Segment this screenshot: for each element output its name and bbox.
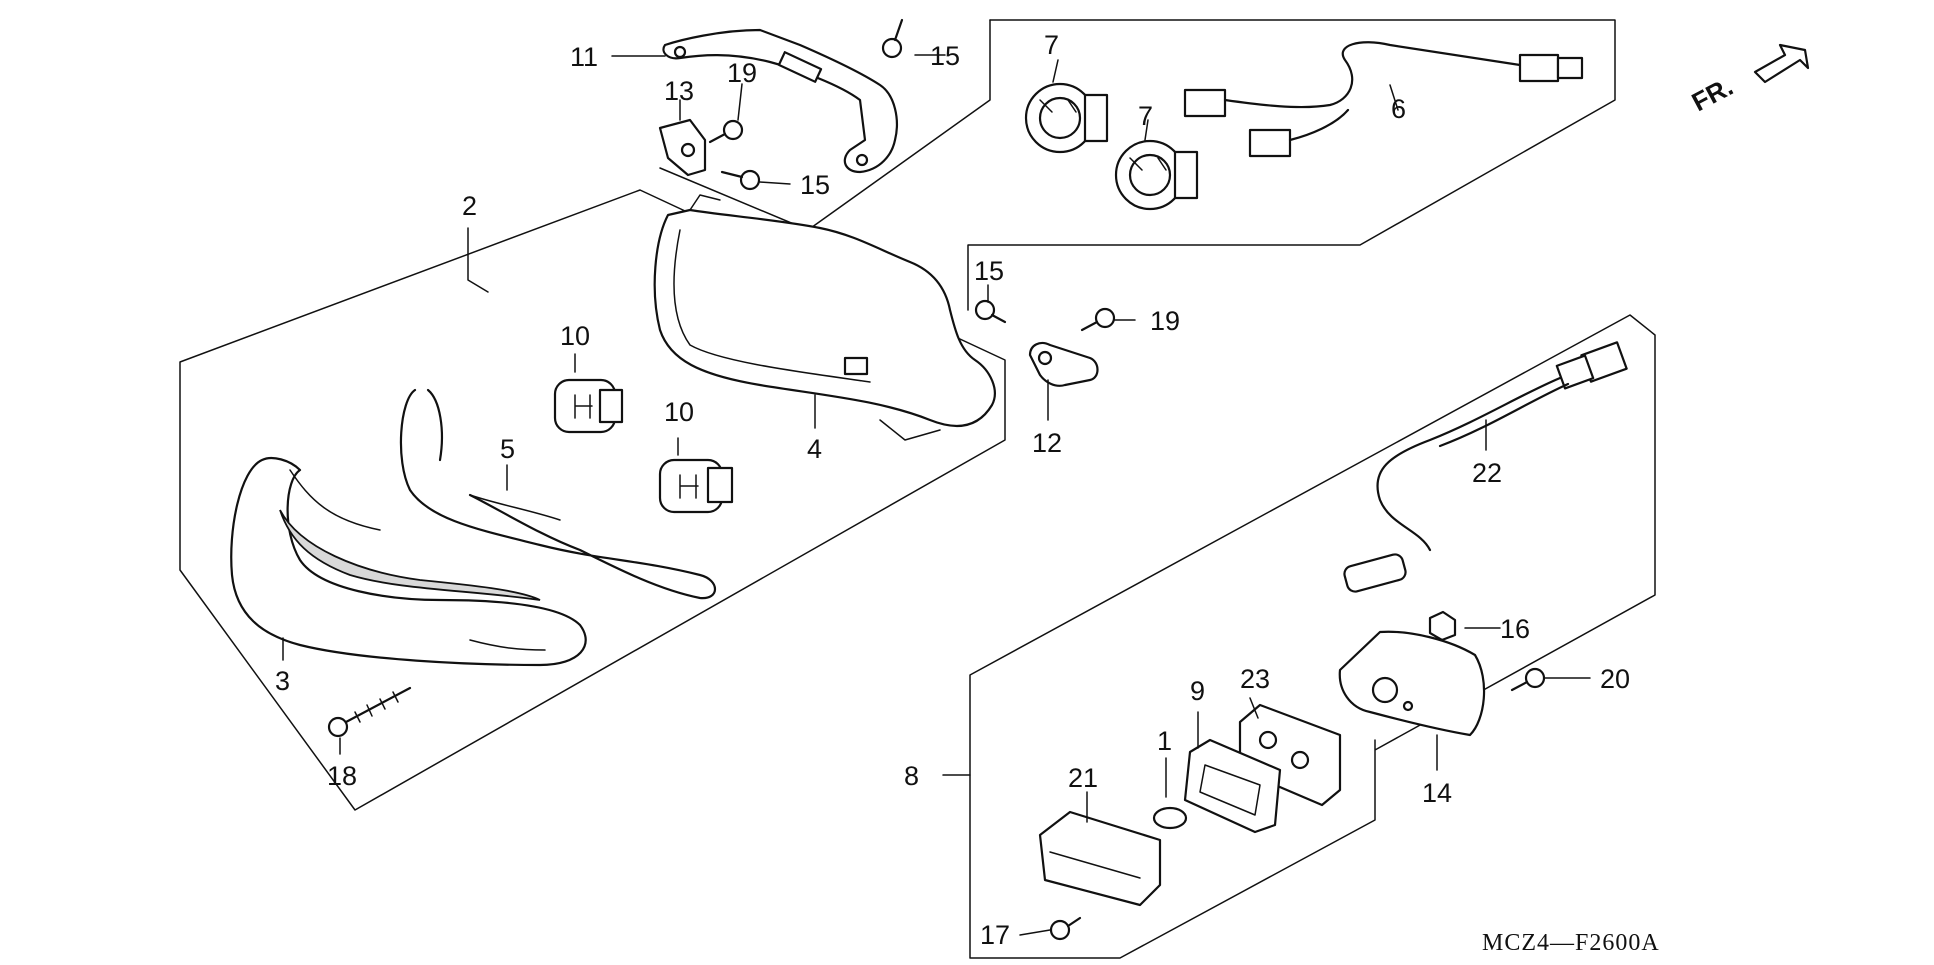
direction-indicator: FR. [1687,43,1810,117]
socket-lower [1114,139,1199,211]
figure-code: MCZ4—F2600A [1482,930,1660,956]
part-1-bulb [1152,806,1188,830]
callout-2: 2 [462,191,477,221]
part-9-gasket [1183,738,1282,834]
part-12-bracket [1028,341,1099,387]
callout-19-right: 19 [1150,306,1180,336]
callout-19-top: 19 [727,58,757,88]
callout-4: 4 [807,434,822,464]
callout-12: 12 [1032,428,1062,458]
bolt-15-top [881,18,904,59]
leader-lines [282,54,1591,936]
part-4-housing [653,194,996,441]
part-10-bulbs [553,378,734,514]
callout-15-top: 15 [930,41,960,71]
callout-3: 3 [275,666,290,696]
group-outlines [179,19,1656,959]
callout-11: 11 [570,42,598,72]
callout-9: 9 [1190,676,1205,706]
group-2-outline [179,189,1006,811]
callout-7-upper: 7 [1044,30,1059,60]
callout-21: 21 [1068,763,1098,793]
callout-16: 16 [1500,614,1530,644]
part-21-lens [1038,810,1162,907]
front-arrow-icon [1753,43,1810,84]
part-11-bracket [662,28,898,174]
part-22-harness [1343,341,1628,593]
callout-10-upper: 10 [560,321,590,351]
callout-13: 13 [664,76,694,106]
part-3-lens [230,456,587,667]
callout-22: 22 [1472,458,1502,488]
bolt-15-right [974,299,1007,324]
part-6-harness [1183,41,1584,158]
callout-14: 14 [1422,778,1452,808]
callout-15-mid: 15 [800,170,830,200]
callout-6: 6 [1391,94,1406,124]
callout-10-lower: 10 [664,397,694,427]
callout-8: 8 [904,761,919,791]
direction-label: FR. [1687,71,1738,117]
part-13-bracket [658,118,707,177]
fasteners [327,18,1546,941]
socket-upper [1024,82,1109,154]
nut-16 [1428,610,1457,642]
callout-18: 18 [327,761,357,791]
callout-5: 5 [500,434,515,464]
callout-17: 17 [980,920,1010,950]
group-bracket-outline [659,19,991,231]
bolt-15-mid [720,169,761,191]
screw-18 [327,686,412,738]
part-14-housing [1338,630,1486,737]
callout-23: 23 [1240,664,1270,694]
screw-17 [1049,916,1082,941]
part-5-gasket [399,388,717,600]
bulb-lower [658,458,734,514]
callout-20: 20 [1600,664,1630,694]
screw-19-top [708,119,744,144]
group-8-outline [969,314,1656,959]
group-harness-outline [967,19,1616,311]
screw-20 [1510,667,1546,692]
screw-19-right [1080,307,1116,332]
callout-1: 1 [1157,726,1172,756]
callout-15-right: 15 [974,256,1004,286]
bulb-upper [553,378,624,434]
part-7-sockets [1024,82,1199,211]
callout-7-lower: 7 [1138,101,1153,131]
callout-labels: 1 2 3 4 5 6 7 7 8 9 10 10 11 12 13 14 15… [275,30,1630,950]
